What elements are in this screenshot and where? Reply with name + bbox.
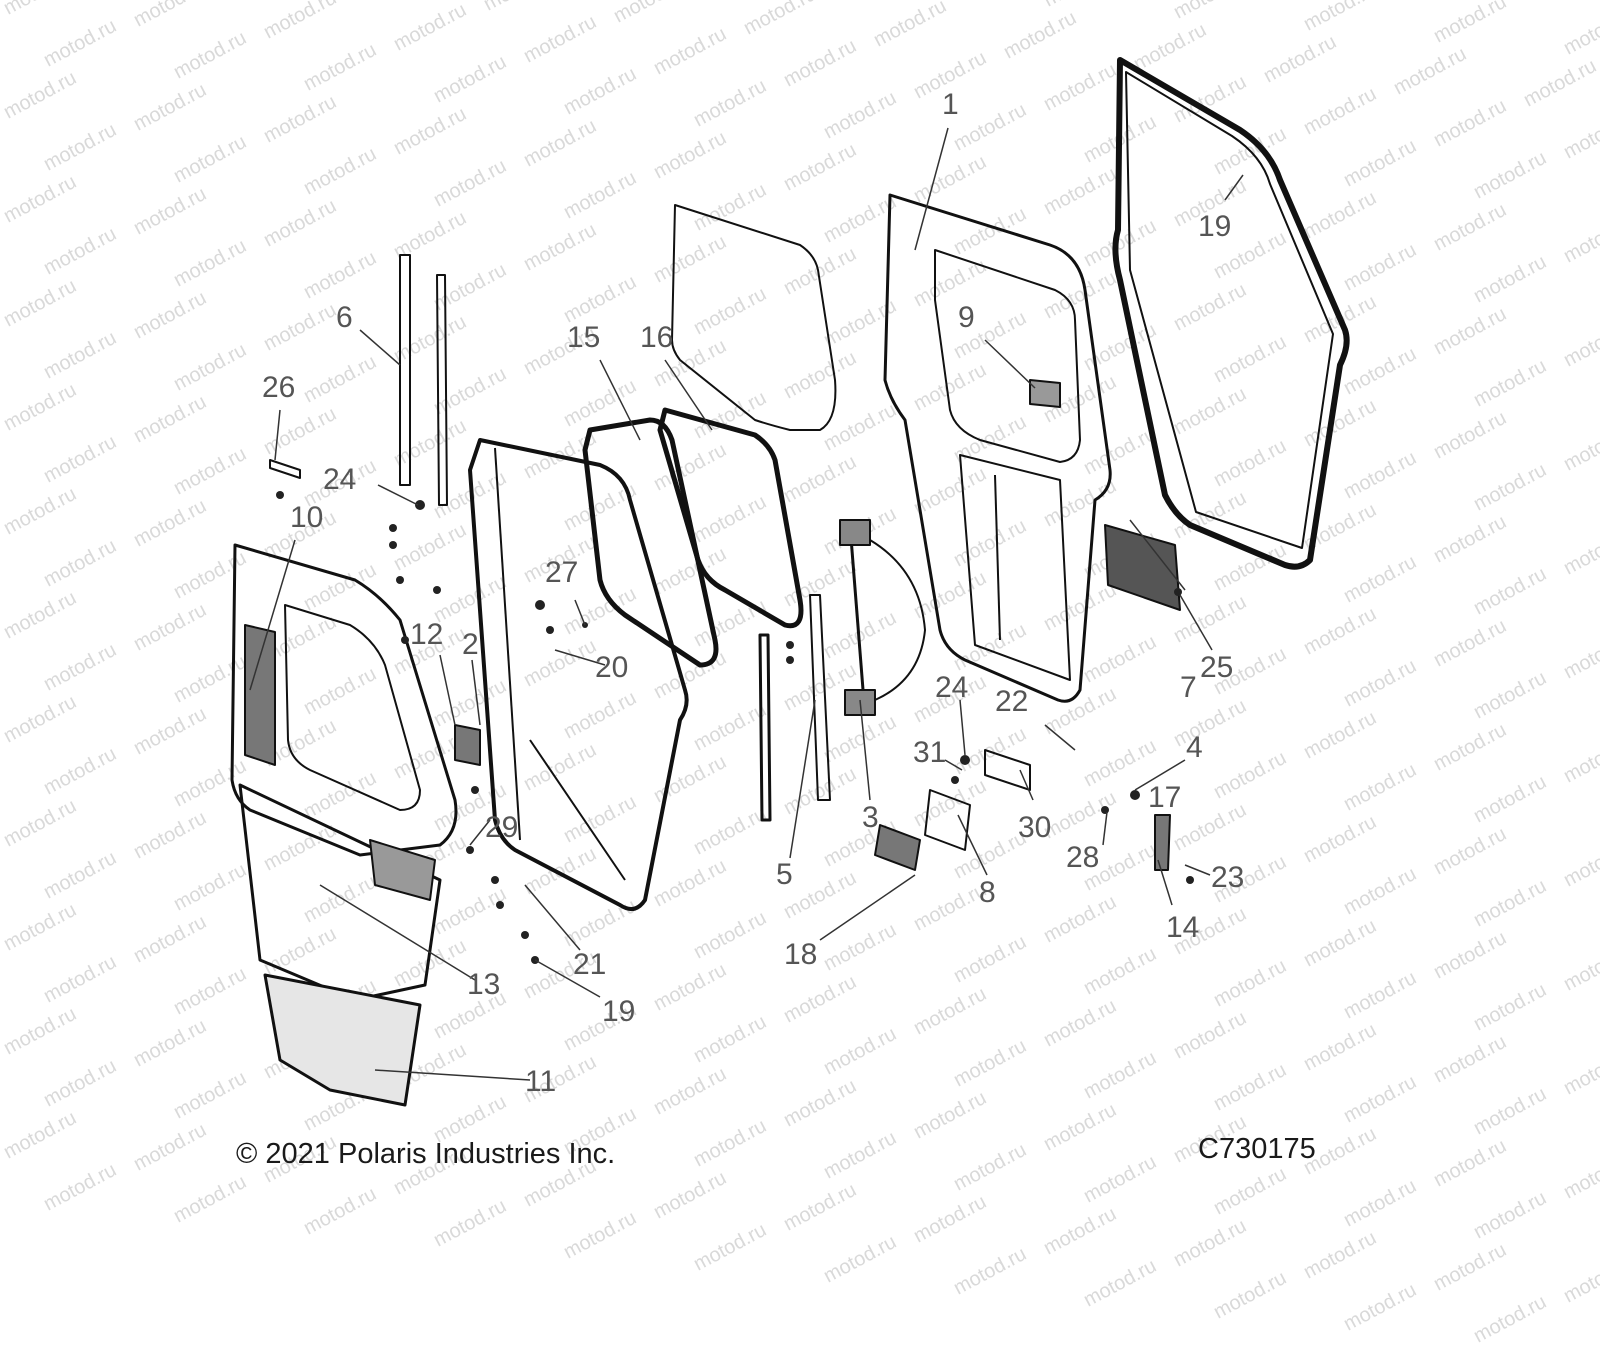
callout-15: 15 (567, 323, 600, 353)
watermark-text: motod.ru (1430, 1239, 1510, 1296)
callout-17: 17 (1148, 783, 1181, 813)
callout-30: 30 (1018, 813, 1051, 843)
callout-2: 2 (462, 630, 479, 660)
part-bottom-panel (265, 975, 420, 1105)
part-window-channels (400, 255, 447, 505)
part-door-seal (1115, 60, 1346, 567)
callout-11: 11 (525, 1067, 556, 1097)
callout-16: 16 (640, 323, 673, 353)
copyright-text: © 2021 Polaris Industries Inc. (236, 1140, 615, 1169)
callout-3: 3 (862, 803, 879, 833)
watermark-text: motod.ru (1040, 1203, 1120, 1260)
callout-9: 9 (958, 303, 975, 333)
watermark-text: motod.ru (1170, 1215, 1250, 1272)
callout-25: 25 (1200, 653, 1233, 683)
callout-18: 18 (784, 940, 817, 970)
callout-1: 1 (942, 90, 959, 120)
callout-31: 31 (913, 738, 946, 768)
callout-14: 14 (1166, 913, 1199, 943)
part-inner-panel (232, 545, 456, 855)
watermark-text: motod.ru (1560, 1251, 1600, 1308)
callout-10: 10 (290, 503, 323, 533)
callout-5: 5 (776, 860, 793, 890)
callout-21: 21 (573, 950, 606, 980)
callout-7: 7 (1180, 673, 1197, 703)
watermark-text: motod.ru (950, 1243, 1030, 1300)
callout-12: 12 (410, 620, 443, 650)
callout-22: 22 (995, 687, 1028, 717)
watermark-text: motod.ru (1300, 1227, 1380, 1284)
exploded-parts-diagram (0, 0, 1600, 1200)
callout-19-top: 19 (1198, 212, 1231, 242)
watermark-text: motod.ru (1080, 1255, 1160, 1312)
callout-26: 26 (262, 373, 295, 403)
watermark-text: motod.ru (560, 1207, 640, 1264)
diagram-id: C730175 (1198, 1135, 1316, 1164)
part-door-frame (885, 195, 1110, 701)
watermark-text: motod.ru (1470, 1291, 1550, 1348)
callout-29: 29 (485, 813, 518, 843)
callout-28: 28 (1066, 843, 1099, 873)
part-grille (1105, 525, 1180, 610)
part-window-glass (672, 205, 835, 430)
callout-6: 6 (336, 303, 353, 333)
watermark-text: motod.ru (430, 1195, 510, 1252)
watermark-text: motod.ru (1210, 1267, 1290, 1324)
callout-4: 4 (1186, 733, 1203, 763)
callout-19-bottom: 19 (602, 997, 635, 1027)
part-window-regulator (840, 520, 925, 715)
callout-23: 23 (1211, 863, 1244, 893)
callout-24-right: 24 (935, 673, 968, 703)
part-window-seal (585, 410, 801, 665)
watermark-text: motod.ru (690, 1219, 770, 1276)
callout-8: 8 (979, 878, 996, 908)
part-window-rails (760, 595, 830, 820)
part-handles (270, 460, 1170, 870)
callout-27: 27 (545, 558, 578, 588)
watermark-text: motod.ru (1340, 1279, 1420, 1336)
callout-20: 20 (595, 653, 628, 683)
watermark-text: motod.ru (820, 1231, 900, 1288)
callout-24-left: 24 (323, 465, 356, 495)
callout-13: 13 (467, 970, 500, 1000)
